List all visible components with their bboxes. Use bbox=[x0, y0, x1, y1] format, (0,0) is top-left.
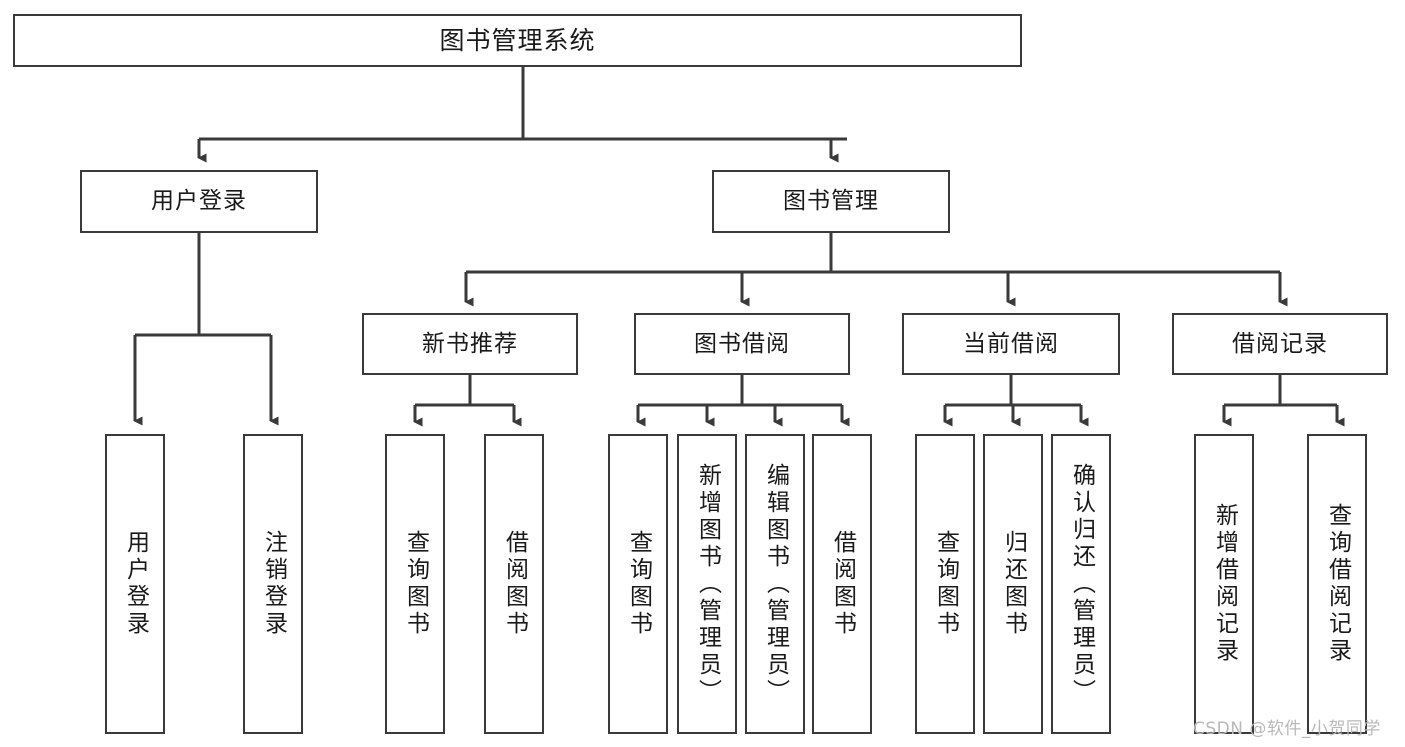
node-br-add-record[interactable]: 新增借阅记录 bbox=[1194, 434, 1254, 734]
node-cb-query-book[interactable]: 查询图书 bbox=[915, 434, 975, 734]
node-nb-query-book[interactable]: 查询图书 bbox=[385, 434, 445, 734]
node-book-borrow[interactable]: 图书借阅 bbox=[634, 313, 850, 375]
node-user-login-label: 用户登录 bbox=[151, 188, 247, 214]
node-bb-edit-book[interactable]: 编辑图书（管理员） bbox=[745, 434, 805, 734]
node-book-borrow-label: 图书借阅 bbox=[694, 330, 790, 357]
csdn-watermark: CSDN @软件_小贺同学 bbox=[1193, 719, 1381, 739]
node-cb-return-book[interactable]: 归还图书 bbox=[983, 434, 1043, 734]
node-cb-confirm-return-label: 确认归还（管理员） bbox=[1068, 462, 1095, 706]
node-br-query-record[interactable]: 查询借阅记录 bbox=[1307, 434, 1367, 734]
node-root[interactable]: 图书管理系统 bbox=[13, 14, 1022, 67]
node-nb-query-book-label: 查询图书 bbox=[402, 530, 429, 638]
node-nb-borrow-book[interactable]: 借阅图书 bbox=[484, 434, 544, 734]
node-current-borrow-label: 当前借阅 bbox=[963, 330, 1059, 357]
node-new-book-recommend[interactable]: 新书推荐 bbox=[362, 313, 578, 375]
node-current-borrow[interactable]: 当前借阅 bbox=[902, 313, 1120, 375]
node-cb-return-book-label: 归还图书 bbox=[1000, 530, 1027, 638]
node-user-login-do[interactable]: 用户登录 bbox=[105, 434, 165, 734]
node-bb-query-book-label: 查询图书 bbox=[625, 530, 652, 638]
node-book-manage[interactable]: 图书管理 bbox=[712, 170, 950, 233]
node-bb-add-book[interactable]: 新增图书（管理员） bbox=[677, 434, 737, 734]
node-borrow-records[interactable]: 借阅记录 bbox=[1172, 313, 1388, 375]
node-bb-borrow-book[interactable]: 借阅图书 bbox=[812, 434, 872, 734]
node-br-query-record-label: 查询借阅记录 bbox=[1324, 503, 1351, 665]
node-bb-edit-book-label: 编辑图书（管理员） bbox=[762, 462, 789, 706]
node-bb-add-book-label: 新增图书（管理员） bbox=[694, 462, 721, 706]
node-new-book-recommend-label: 新书推荐 bbox=[422, 330, 518, 357]
node-book-manage-label: 图书管理 bbox=[783, 188, 879, 214]
node-borrow-records-label: 借阅记录 bbox=[1232, 330, 1328, 357]
node-user-logout[interactable]: 注销登录 bbox=[243, 434, 303, 734]
node-root-label: 图书管理系统 bbox=[439, 26, 596, 55]
node-br-add-record-label: 新增借阅记录 bbox=[1211, 503, 1238, 665]
node-user-login-do-label: 用户登录 bbox=[122, 530, 149, 638]
node-user-login[interactable]: 用户登录 bbox=[80, 170, 318, 233]
node-bb-borrow-book-label: 借阅图书 bbox=[829, 530, 856, 638]
node-cb-confirm-return[interactable]: 确认归还（管理员） bbox=[1051, 434, 1111, 734]
node-cb-query-book-label: 查询图书 bbox=[932, 530, 959, 638]
node-nb-borrow-book-label: 借阅图书 bbox=[501, 530, 528, 638]
node-user-logout-label: 注销登录 bbox=[260, 530, 287, 638]
node-bb-query-book[interactable]: 查询图书 bbox=[608, 434, 668, 734]
